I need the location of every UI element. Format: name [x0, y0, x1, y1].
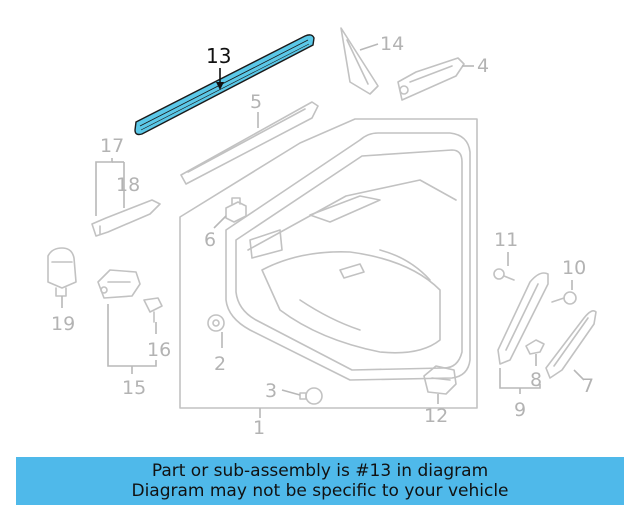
label-6: 6	[204, 229, 216, 251]
leader-7	[573, 369, 585, 381]
label-11: 11	[494, 229, 518, 251]
part-14-corner-trim	[340, 27, 379, 95]
label-7: 7	[582, 375, 594, 397]
label-19: 19	[51, 313, 75, 335]
part-10-screw	[551, 291, 577, 305]
label-1: 1	[253, 417, 265, 439]
part-18-bracket	[91, 199, 161, 237]
part-3-pushpin	[299, 387, 323, 405]
label-10: 10	[562, 257, 586, 279]
label-18: 18	[116, 174, 140, 196]
parts-diagram: 13 5 14 4 1 6 17	[47, 27, 597, 439]
label-15: 15	[122, 377, 146, 399]
part-16-fastener	[143, 297, 163, 323]
leader-6	[213, 215, 227, 229]
part-9-pillar-trim	[497, 272, 549, 365]
part-12-bracket	[423, 365, 457, 395]
label-9: 9	[514, 399, 526, 421]
arrow-13	[216, 82, 224, 90]
caption-line-2: Diagram may not be specific to your vehi…	[131, 481, 509, 501]
leader-3	[281, 389, 301, 396]
label-4: 4	[477, 55, 489, 77]
part-11-screw	[493, 268, 515, 281]
label-3: 3	[265, 380, 277, 402]
part-13-weatherstrip[interactable]	[134, 34, 315, 136]
label-12: 12	[424, 405, 448, 427]
label-2: 2	[214, 353, 226, 375]
part-15-housing	[97, 269, 141, 299]
label-5: 5	[250, 91, 262, 113]
part-19-switch	[47, 247, 77, 297]
part-2-grommet	[207, 314, 225, 332]
caption-line-1: Part or sub-assembly is #13 in diagram	[151, 461, 489, 481]
part-4-inner-handle	[397, 57, 465, 101]
part-8-clip	[525, 339, 545, 355]
label-14: 14	[380, 33, 404, 55]
label-17: 17	[100, 135, 124, 157]
label-8: 8	[530, 369, 542, 391]
label-13: 13	[206, 44, 231, 68]
part-6-clip	[225, 197, 247, 223]
label-16: 16	[147, 339, 171, 361]
leader-17	[95, 158, 113, 216]
leader-14	[359, 43, 379, 51]
caption-banner: Part or sub-assembly is #13 in diagram D…	[16, 457, 624, 505]
part-7-garnish	[545, 310, 597, 379]
part-5-trim-strip	[180, 101, 319, 185]
part-1-door-trim-panel	[179, 118, 478, 409]
